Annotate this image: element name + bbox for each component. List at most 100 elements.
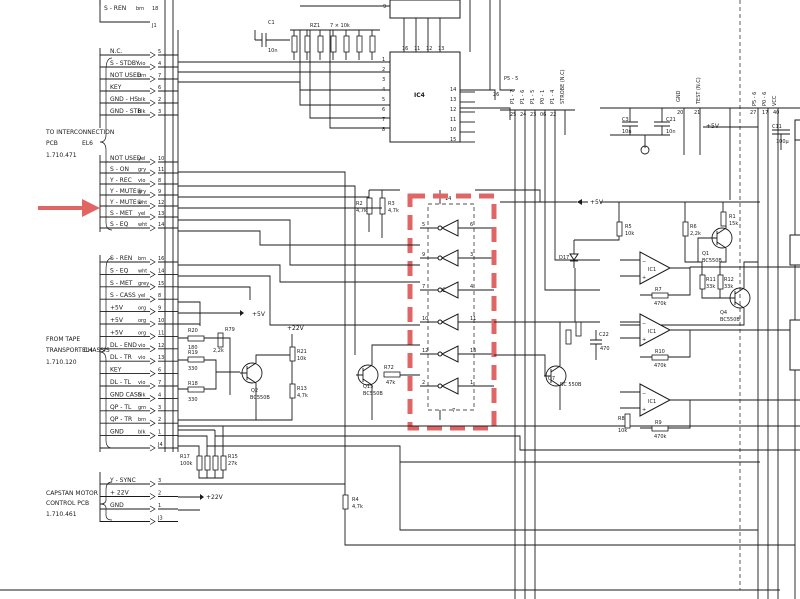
resistor-r15: R15 27k (220, 454, 238, 471)
minus-sign: − (642, 321, 646, 327)
ic3-pin: 9 (422, 252, 425, 258)
svg-text:15k: 15k (729, 221, 738, 227)
rz1-ref: RZ1 (310, 23, 320, 29)
svg-text:R1: R1 (729, 214, 736, 220)
inverter-bubble (437, 351, 443, 357)
svg-text:10n: 10n (622, 129, 632, 135)
pin-color: yel (138, 293, 145, 299)
pin-color: brn (138, 417, 146, 423)
svg-text:2,2k: 2,2k (690, 231, 701, 237)
resistor-r4: R4 4,7k (342, 494, 363, 510)
resistor-r12: R12 33k (717, 274, 734, 290)
inverter-bubble (437, 287, 443, 293)
resistor (291, 35, 298, 53)
inverter-gate (440, 219, 459, 237)
resistor-r79: R79 2,2k (213, 327, 235, 354)
pin-number: 13 (158, 211, 164, 217)
pin-label: Y - REC (109, 177, 132, 184)
port-pin: 22 (550, 112, 556, 118)
minus-sign: − (642, 259, 646, 265)
ic4-pin: 1 (382, 57, 385, 63)
wire (371, 344, 420, 420)
svg-text:R7: R7 (655, 287, 662, 293)
svg-text:470k: 470k (654, 363, 667, 369)
pin-label: GND CASS (110, 391, 142, 398)
pin-contact (149, 63, 156, 71)
capacitor-c11: C11 100µ (772, 124, 790, 150)
el6-part: 1.710.471 (46, 152, 77, 159)
port-label: P1 - 4 (550, 90, 556, 104)
partial-ic (789, 234, 800, 266)
arrow-head (240, 310, 244, 316)
svg-text:100µ: 100µ (776, 139, 790, 145)
svg-text:R20: R20 (188, 328, 198, 334)
svg-text:R18: R18 (188, 381, 198, 387)
pin-number: 12 (158, 343, 164, 349)
wire (460, 89, 496, 100)
resistor (304, 35, 311, 53)
wire (207, 445, 760, 463)
port-label: P1 - 7 (510, 90, 516, 104)
pin-contact (149, 345, 156, 353)
svg-text:D17: D17 (559, 255, 569, 261)
el4-name: EL4 (82, 347, 93, 354)
pin-number: 9 (158, 189, 161, 195)
ic4-pin: 13 (450, 97, 456, 103)
pin-label: +5V (110, 317, 124, 324)
resistor-r18: R18 330 (187, 381, 205, 403)
port-pin: 25 (510, 112, 516, 118)
pin-color: blk (138, 97, 146, 103)
arrow-head (200, 494, 204, 500)
ic4-pin: 12 (426, 46, 432, 52)
pin-number: 3 (158, 405, 161, 411)
wire (178, 301, 201, 326)
svg-text:470: 470 (600, 346, 610, 352)
capacitor-c1: C1 10n (254, 20, 290, 54)
connector-ref: J1 (151, 23, 157, 29)
wire (610, 134, 670, 148)
resistor-r3: R3 4,7k (379, 197, 399, 215)
connector-el6-top: S - REN brn 18 J1 (99, 0, 158, 29)
wire (309, 30, 390, 119)
pin-label: S - EQ (110, 267, 129, 274)
ic4-pin: 15 (450, 137, 456, 143)
wire (368, 214, 383, 238)
capstan-note-title: CAPSTAN MOTOR (46, 490, 98, 497)
pin-contact (149, 432, 156, 439)
svg-text:R21: R21 (297, 349, 307, 355)
highlight-arrow (38, 199, 100, 217)
svg-text:4,7k: 4,7k (352, 504, 363, 510)
el4-bracket (99, 257, 113, 449)
pin-color: blk (138, 430, 146, 436)
wire (620, 259, 690, 277)
port-label: P5 - 6 (752, 92, 758, 106)
wire (620, 321, 690, 339)
pin-color: brn (138, 73, 146, 79)
capstan-note-sub: CONTROL PCB (46, 500, 89, 507)
pin-label: DL - END (110, 342, 137, 349)
port-label: P5 - 5 (504, 76, 518, 82)
pin-color: blk (138, 392, 146, 398)
ic4-pin: 2 (382, 67, 385, 73)
resistor (212, 455, 219, 471)
wire (640, 267, 691, 429)
svg-text:33k: 33k (724, 284, 733, 290)
partial-ic (794, 119, 800, 141)
pin-contact (149, 407, 156, 415)
pin-contact (149, 169, 156, 177)
resistor-r11: R11 33k (699, 274, 716, 290)
pin-color: org (138, 318, 146, 324)
svg-text:BC550B: BC550B (702, 258, 722, 264)
wire (554, 110, 600, 261)
pin-label: KEY (110, 367, 122, 374)
transistor-q1: Q1 BC550B (702, 227, 733, 264)
inverter-gate (440, 281, 459, 299)
ic3-pin: 6 (470, 222, 473, 228)
svg-text:R8: R8 (618, 416, 625, 422)
pin-contact (149, 111, 156, 119)
pin-number: 1 (158, 503, 161, 509)
pin-number: 12 (158, 200, 164, 206)
port-label: STROBE (N.C) (560, 69, 566, 104)
pin-color: yel (138, 211, 145, 217)
